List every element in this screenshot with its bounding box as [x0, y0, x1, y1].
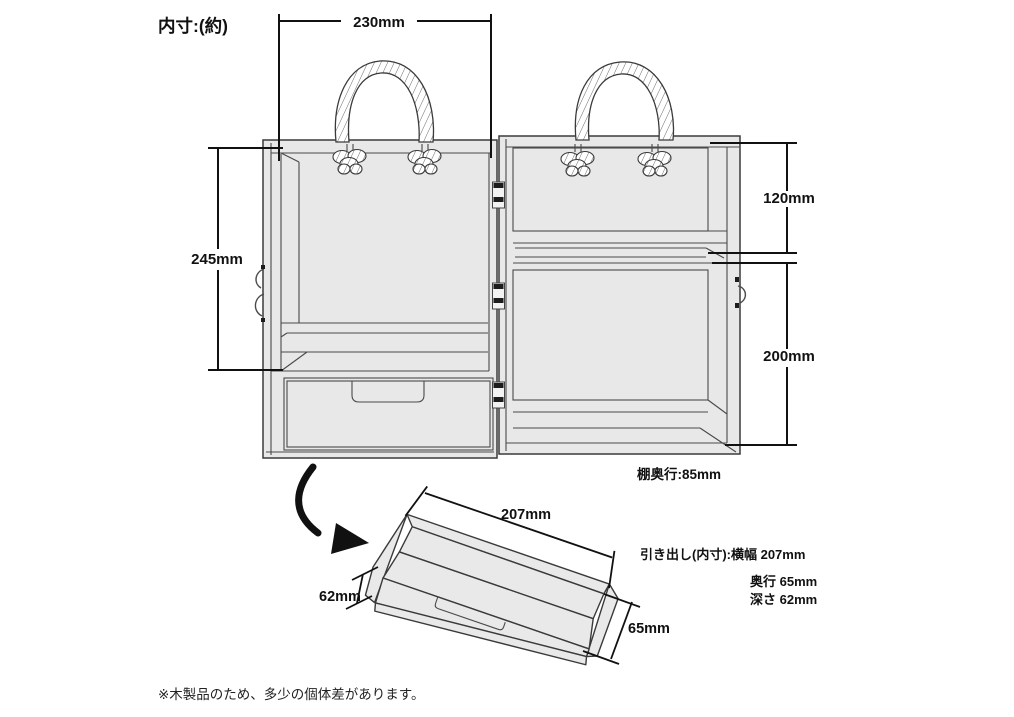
- rope-knot: [407, 144, 442, 175]
- right-box-panel: [498, 135, 747, 455]
- drawer-spec-line2: 奥行 65mm: [750, 574, 817, 589]
- drawer-spec-line3: 深さ 62mm: [750, 592, 817, 607]
- shelf-depth-label: 棚奥行:85mm: [637, 466, 721, 482]
- right-clasp-hardware: [735, 277, 747, 308]
- dim-label-230mm: 230mm: [353, 14, 405, 31]
- rope-handle-right: [574, 61, 675, 141]
- left-box-drawer-front: [283, 377, 494, 451]
- dim-label-65mm: 65mm: [628, 621, 670, 637]
- dim-label-200mm: 200mm: [763, 348, 815, 365]
- rope-knot: [560, 144, 595, 177]
- dim-label-245mm: 245mm: [191, 251, 243, 268]
- dimension-top-width: 230mm: [278, 14, 492, 161]
- drawer-spec-text: 引き出し(内寸):横幅 207mm 奥行 65mm 深さ 62mm: [640, 547, 817, 607]
- drawer-spec-line1: 引き出し(内寸):横幅 207mm: [640, 547, 805, 562]
- rope-knot: [637, 144, 672, 177]
- hinge-bottom: [492, 381, 505, 409]
- dimension-drawer-depth-62: 62mm: [319, 566, 379, 610]
- page-title: 内寸:(約): [158, 16, 228, 36]
- drawer-notch: [434, 596, 506, 631]
- dimension-right-lower: 200mm: [712, 262, 815, 446]
- dimension-right-upper: 120mm: [708, 142, 815, 254]
- dim-label-207mm: 207mm: [501, 507, 551, 523]
- dimension-drawer-side-65: 65mm: [582, 593, 670, 665]
- curved-arrow: [295, 463, 369, 554]
- dim-label-62mm: 62mm: [319, 589, 361, 605]
- rope-handle-left: [334, 60, 435, 143]
- left-clasp-hardware: [254, 265, 265, 322]
- left-box-panel: [254, 139, 498, 459]
- hinge-top: [492, 181, 505, 209]
- hinge-middle: [492, 282, 505, 310]
- center-hinges: [492, 181, 505, 409]
- drawer-notch-handle: [351, 381, 425, 403]
- drawer-bottom-lip: [374, 602, 588, 666]
- footnote: ※木製品のため、多少の個体差があります。: [158, 686, 424, 702]
- dim-label-120mm: 120mm: [763, 190, 815, 207]
- rope-knot: [332, 144, 367, 175]
- dimension-left-height: 245mm: [191, 147, 283, 371]
